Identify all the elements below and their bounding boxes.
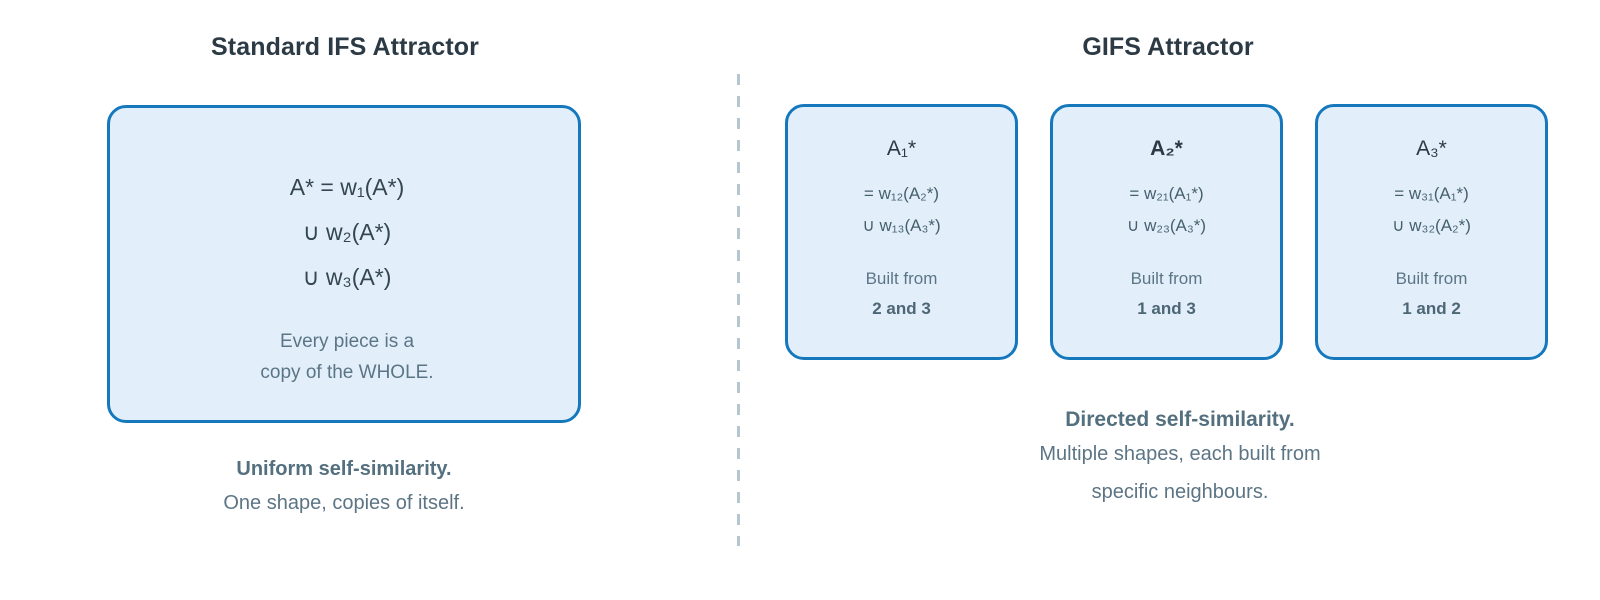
gifs-card-formula-line-1: = w₂₁(A₁*) [1129,184,1204,203]
ifs-caption-sub: One shape, copies of itself. [223,492,465,514]
gifs-card-formula-line-1: = w₁₂(A₂*) [863,184,940,203]
gifs-card-built-value: 1 and 3 [1137,299,1196,318]
ifs-formula-line-1: A* = w₁(A*) [289,174,405,200]
ifs-note-line-1: Every piece is a [279,331,415,352]
page-title-standard-ifs: Standard IFS Attractor [211,33,479,61]
gifs-card-built-value: 2 and 3 [872,299,931,318]
standard-ifs-panel: Standard IFS Attractor A* = w₁(A*) ∪ w₂(… [0,0,738,600]
ifs-note: Every piece is a copy of the WHOLE. [110,326,584,389]
gifs-card-title: A₂* [1150,137,1183,160]
gifs-card-formula-line-2: ∪ w₃₂(A₂*) [1392,216,1471,235]
gifs-caption-sub-line-2: specific neighbours. [1091,481,1269,504]
ifs-note-line-2: copy of the WHOLE. [260,362,434,384]
ifs-caption: Uniform self-similarity. One shape, copi… [107,455,581,522]
gifs-card-a1: A₁* = w₁₂(A₂*) ∪ w₁₃(A₃*) Built from 2 a… [785,104,1018,360]
gifs-card-formula-line-2: ∪ w₂₃(A₃*) [1126,216,1207,235]
ifs-formula-line-2: ∪ w₂(A*) [302,219,392,245]
gifs-attractor-panel: GIFS Attractor A₁* = w₁₂(A₂*) ∪ w₁₃(A₃*)… [738,0,1600,600]
gifs-caption: Directed self-similarity. Multiple shape… [970,405,1390,511]
panel-divider [737,74,740,546]
gifs-card-a3: A₃* = w₃₁(A₁*) ∪ w₃₂(A₂*) Built from 1 a… [1315,104,1548,360]
gifs-caption-sub-line-1: Multiple shapes, each built from [1039,443,1321,466]
gifs-caption-strong: Directed self-similarity. [1065,408,1295,431]
page-title-gifs: GIFS Attractor [1082,33,1254,61]
gifs-card-formula-line-1: = w₃₁(A₁*) [1394,184,1469,203]
gifs-card-title: A₁* [886,137,917,160]
gifs-card-formula-line-2: ∪ w₁₃(A₃*) [862,216,941,235]
gifs-card-built-label: Built from [1395,269,1468,288]
gifs-card-built-label: Built from [865,269,938,288]
gifs-card-built-label: Built from [1130,269,1203,288]
ifs-caption-strong: Uniform self-similarity. [236,458,452,480]
ifs-attractor-box: A* = w₁(A*) ∪ w₂(A*) ∪ w₃(A*) Every piec… [107,105,581,423]
gifs-card-title: A₃* [1416,137,1447,160]
gifs-card-built-value: 1 and 2 [1402,299,1461,318]
ifs-formula-line-3: ∪ w₃(A*) [302,264,392,290]
gifs-card-a2: A₂* = w₂₁(A₁*) ∪ w₂₃(A₃*) Built from 1 a… [1050,104,1283,360]
